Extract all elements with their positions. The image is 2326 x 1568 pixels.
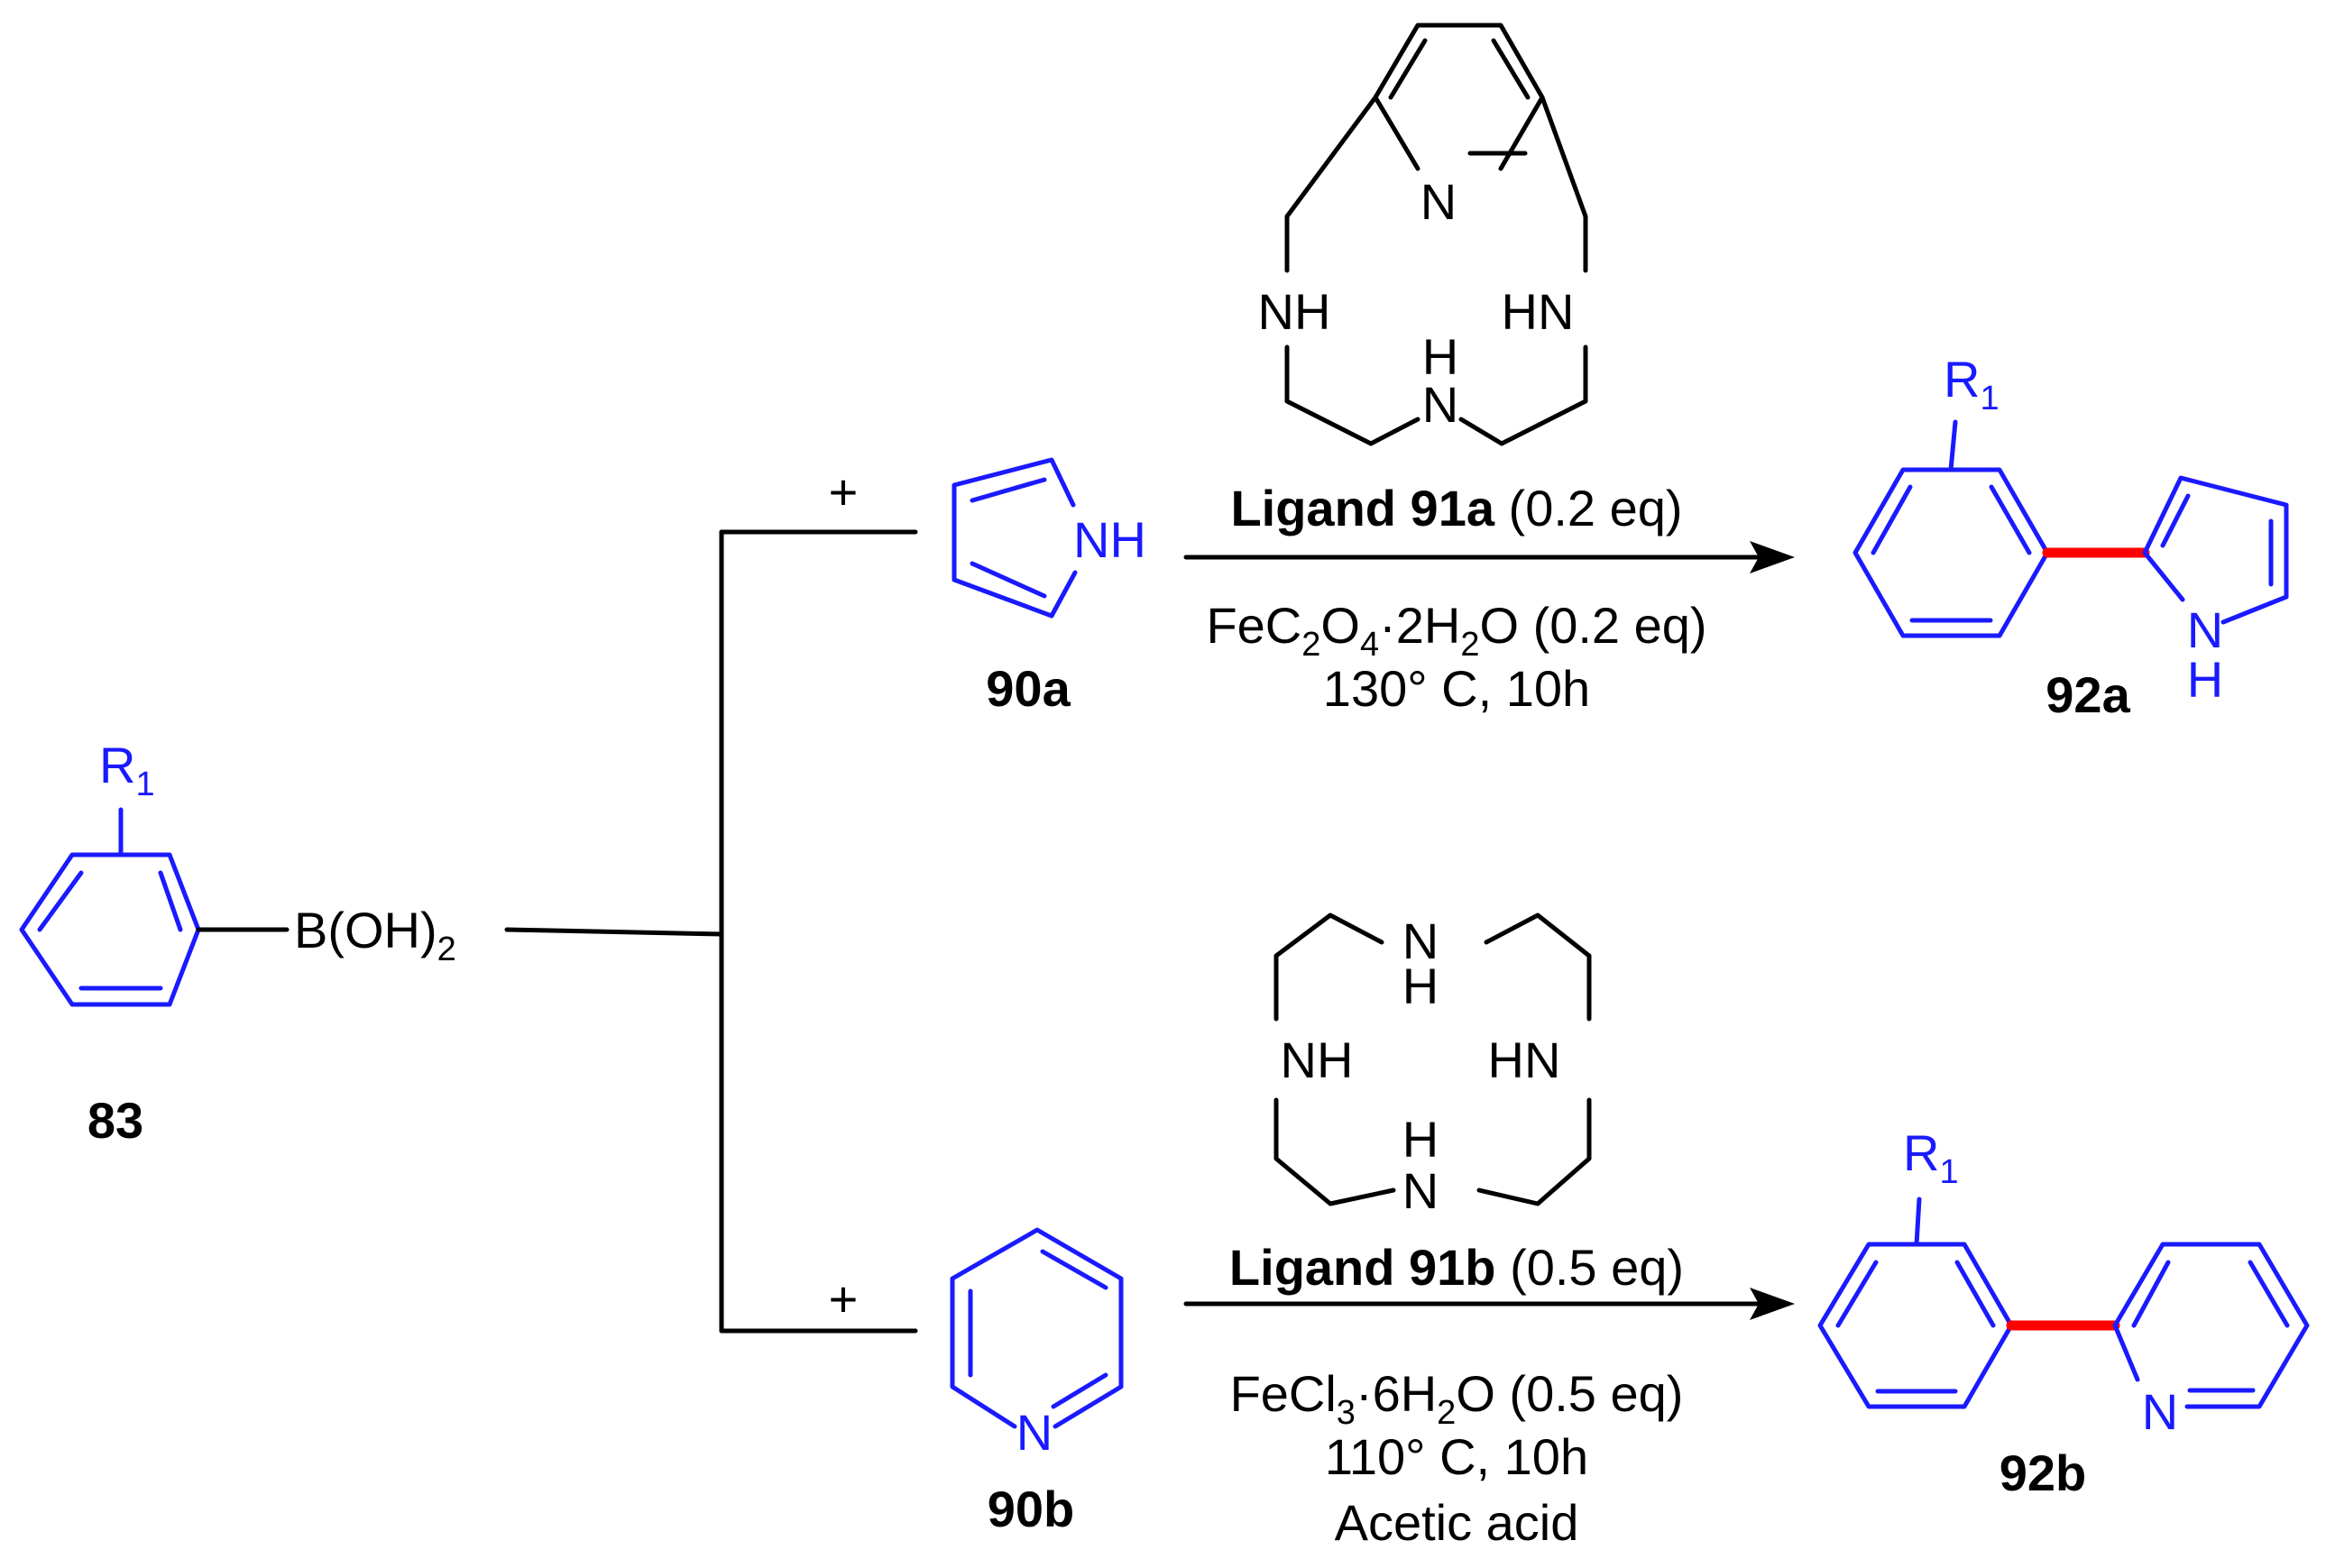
ligand-91b-h-top: H: [1402, 958, 1439, 1014]
ligand-91b-n-top: N: [1402, 912, 1439, 969]
product-92a-r1: R1: [1944, 351, 2000, 417]
pyridine-n: N: [1016, 1404, 1053, 1461]
compound-label-92b: 92b: [2000, 1444, 2087, 1501]
ligand-91a-h-bottom: H: [1422, 328, 1458, 385]
compound-90a: NH 90a: [952, 457, 1146, 717]
compound-label-92a: 92a: [2046, 666, 2130, 723]
ligand-91b-structure: N H NH HN H N: [1273, 912, 1592, 1219]
boronic-acid-group: B(OH)2: [294, 902, 456, 968]
pyrrole-nh: NH: [1073, 511, 1146, 568]
pyridine-ring: [950, 1227, 1124, 1429]
ligand-91a-hn-right: HN: [1502, 283, 1575, 340]
pyrrole-ring: [952, 457, 1078, 619]
product-92a: R1 N H 92a: [1853, 351, 2289, 723]
product-92a-benzene: [1853, 419, 2050, 638]
ligand-91b-h-bottom: H: [1402, 1111, 1439, 1168]
product-92a-n: N: [2187, 601, 2223, 658]
plus-sign-bottom: +: [829, 1270, 859, 1327]
solvent-b: Acetic acid: [1335, 1494, 1579, 1551]
ligand-91a-pyridine-n: N: [1420, 173, 1457, 230]
branch-lines: [504, 529, 918, 1334]
product-92b: R1 N 92b: [1817, 1124, 2310, 1501]
conditions-a: 130° C, 10h: [1323, 660, 1590, 717]
product-92b-pyridine: [2112, 1242, 2310, 1409]
product-92b-benzene: [1817, 1197, 2014, 1409]
compound-label-90a: 90a: [986, 660, 1071, 717]
product-92a-h: H: [2187, 651, 2223, 708]
ligand-91b-nh-left: NH: [1281, 1032, 1354, 1088]
product-92b-r1: R1: [1903, 1124, 1959, 1191]
reagent-a: FeC2O4·2H2O (0.2 eq): [1206, 597, 1706, 664]
ligand-91b-label: Ligand 91b (0.5 eq): [1229, 1239, 1684, 1296]
conditions-b: 110° C, 10h: [1325, 1428, 1588, 1485]
compound-label-90b: 90b: [988, 1481, 1075, 1537]
ligand-91a-structure: N NH HN H N: [1258, 23, 1588, 446]
ligand-91a-nh-left: NH: [1258, 283, 1331, 340]
compound-label-83: 83: [87, 1092, 143, 1149]
compound-90b: N 90b: [950, 1227, 1124, 1537]
reaction-arrow-a: [1183, 541, 1795, 573]
ligand-91a-n-bottom: N: [1422, 376, 1458, 433]
substituent-r1: R1: [99, 737, 155, 803]
compound-83: R1 B(OH)2 83: [19, 737, 456, 1149]
ligand-91a-label: Ligand 91a (0.2 eq): [1230, 480, 1682, 536]
product-92a-pyrrole: [2142, 475, 2289, 625]
product-92b-n: N: [2142, 1383, 2178, 1440]
reaction-arrow-b: [1183, 1288, 1795, 1320]
reagent-b: FeCl3·6H2O (0.5 eq): [1230, 1365, 1684, 1432]
benzene-ring: [19, 807, 201, 1007]
ligand-91b-n-bottom: N: [1402, 1162, 1439, 1219]
plus-sign-top: +: [829, 463, 859, 520]
ligand-91b-hn-right: HN: [1488, 1032, 1561, 1088]
